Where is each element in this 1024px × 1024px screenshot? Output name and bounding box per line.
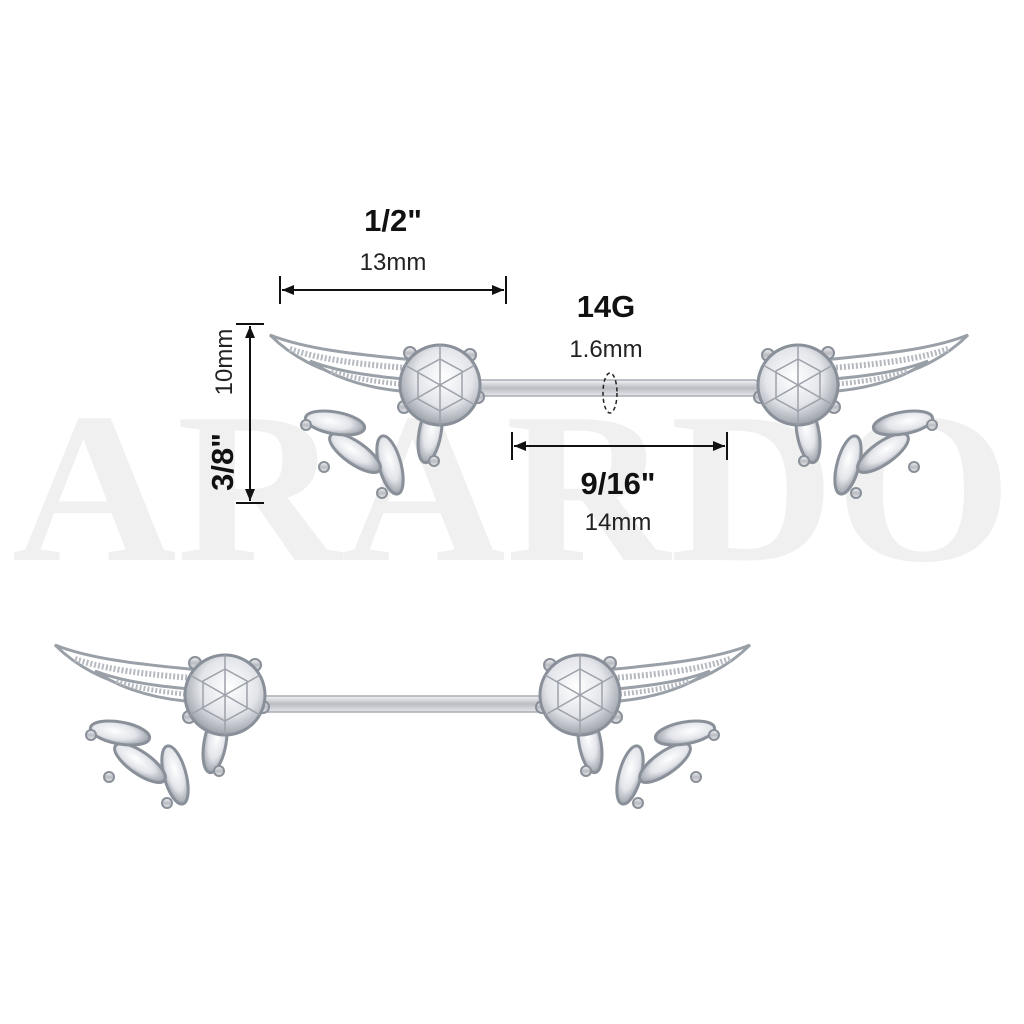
bar-length-imperial: 9/16" (580, 466, 655, 501)
gauge-imperial: 14G (577, 289, 636, 324)
barbell-bottom (55, 645, 750, 808)
bar-length-metric: 14mm (585, 509, 652, 536)
wing-height-imperial: 3/8" (205, 433, 240, 491)
dimension-bar-length: 9/16" 14mm (511, 432, 728, 536)
barbell-bar (469, 379, 761, 397)
wing-length-metric: 13mm (360, 249, 427, 276)
brand-watermark: ARARDO (12, 368, 1012, 607)
wing-length-imperial: 1/2" (364, 203, 422, 238)
dimension-wing-height: 3/8" 10mm (205, 323, 264, 504)
gauge-metric: 1.6mm (569, 336, 642, 363)
barbell-bar (249, 695, 551, 713)
wing-height-metric: 10mm (211, 329, 238, 396)
gauge-indicator (602, 372, 618, 414)
angel-wing-barbell-icon (55, 645, 750, 808)
dimension-gauge: 14G 1.6mm (569, 289, 642, 363)
dimension-wing-length: 1/2" 13mm (279, 203, 507, 304)
barbell-top (270, 335, 968, 498)
